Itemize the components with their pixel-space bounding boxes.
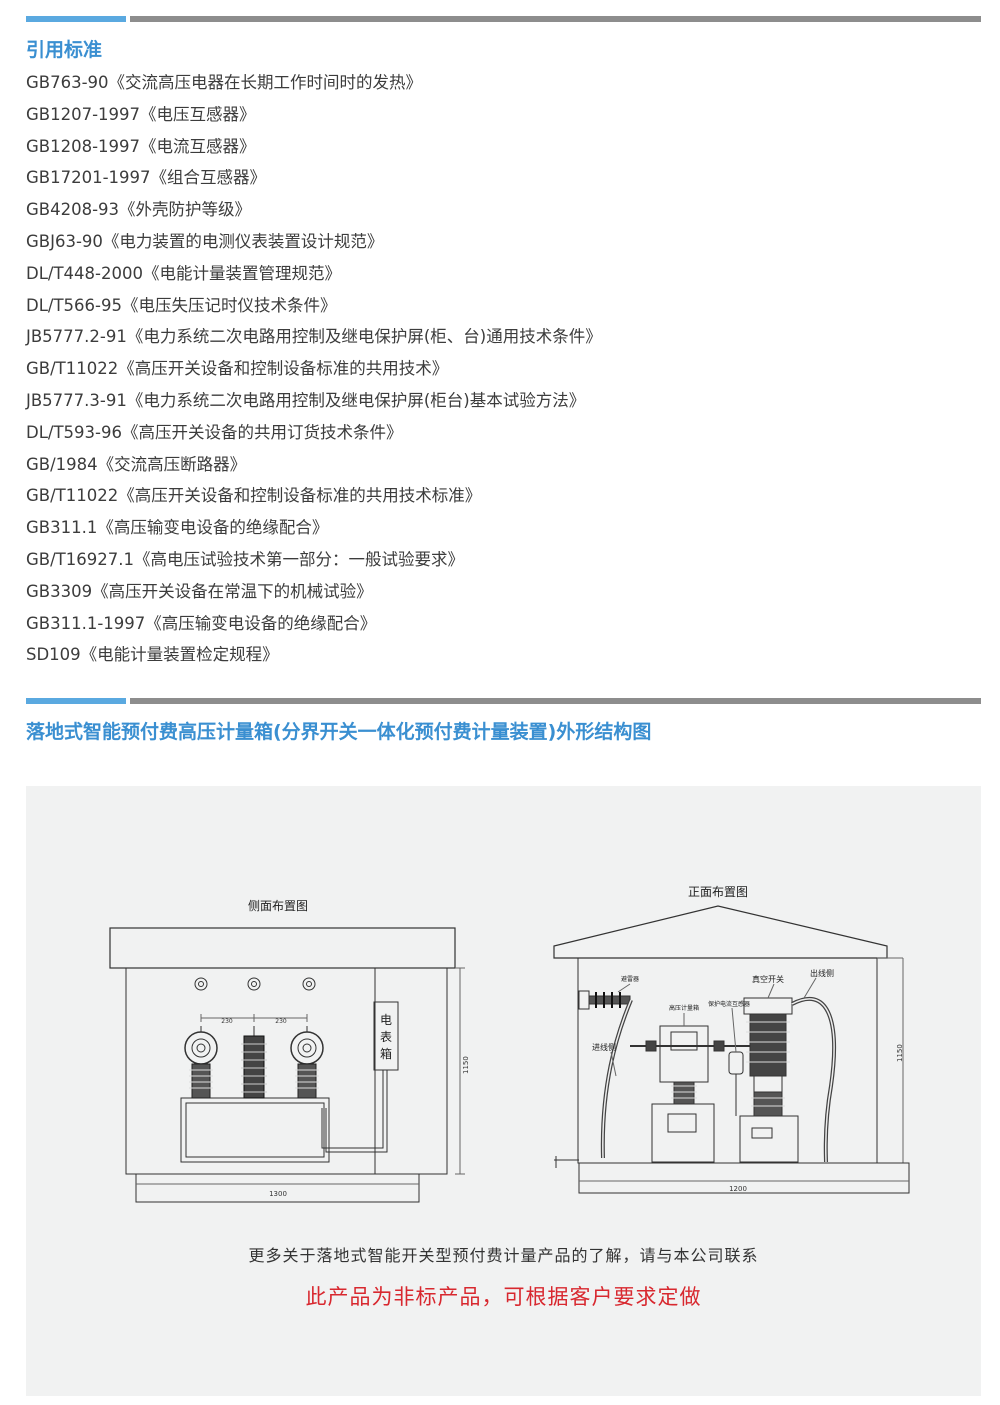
custom-order-note: 此产品为非标产品，可根据客户要求定做 [305, 1285, 702, 1309]
list-item: DL/T448-2000《电能计量装置管理规范》 [26, 263, 341, 283]
side-view-title: 侧面布置图 [248, 899, 308, 913]
front-view-drawing [553, 905, 910, 1194]
divider-accent [26, 16, 126, 22]
section-title-structure: 落地式智能预付费高压计量箱(分界开关一体化预付费计量装置)外形结构图 [26, 721, 652, 743]
meter-box-label-2: 表 [380, 1030, 392, 1044]
meter-box-label-1: 电 [380, 1013, 392, 1027]
section-title-standards: 引用标准 [26, 39, 103, 61]
list-item: GB/1984《交流高压断路器》 [26, 454, 247, 474]
label-incoming-side: 进线侧 [592, 1042, 616, 1052]
section-divider-structure [26, 698, 981, 704]
meter-box-label-3: 箱 [380, 1046, 392, 1061]
label-vacuum-switch: 真空开关 [752, 974, 784, 984]
list-item: SD109《电能计量装置检定规程》 [26, 645, 279, 665]
side-view-drawing [109, 927, 465, 1203]
list-item: GB/T16927.1《高电压试验技术第一部分：一般试验要求》 [26, 549, 464, 569]
list-item: GB4208-93《外壳防护等级》 [26, 200, 252, 220]
structure-diagram-panel: 侧面布置图 [26, 786, 981, 1396]
structure-diagram: 侧面布置图 [109, 885, 910, 1203]
divider-gray [130, 698, 981, 704]
list-item: DL/T593-96《高压开关设备的共用订货技术条件》 [26, 422, 403, 442]
standards-list: GB763-90《交流高压电器在长期工作时间时的发热》 GB1207-1997《… [26, 67, 602, 671]
list-item: GB/T11022《高压开关设备和控制设备标准的共用技术标准》 [26, 486, 482, 506]
list-item: GB/T11022《高压开关设备和控制设备标准的共用技术》 [26, 359, 449, 379]
label-hv-metering-box: 高压计量箱 [669, 1004, 699, 1012]
list-item: GB311.1-1997《高压输变电设备的绝缘配合》 [26, 613, 377, 633]
dim-230-right: 230 [275, 1018, 287, 1025]
divider-gray [130, 16, 981, 22]
list-item: DL/T566-95《电压失压记时仪技术条件》 [26, 295, 337, 315]
list-item: JB5777.2-91《电力系统二次电路用控制及继电保护屏(柜、台)通用技术条件… [26, 327, 602, 347]
dim-1300: 1300 [269, 1190, 287, 1198]
divider-accent [26, 698, 126, 704]
list-item: GB17201-1997《组合互感器》 [26, 168, 267, 188]
dim-1200: 1200 [729, 1185, 747, 1193]
list-item: GB763-90《交流高压电器在长期工作时间时的发热》 [26, 73, 423, 92]
label-protection-ct: 保护电流互感器 [708, 1000, 750, 1008]
dim-1150-side: 1150 [462, 1056, 470, 1074]
dim-230-left: 230 [221, 1018, 233, 1025]
contact-note: 更多关于落地式智能开关型预付费计量产品的了解，请与本公司联系 [248, 1246, 759, 1265]
label-arrester: 避雷器 [621, 975, 639, 983]
list-item: GB1208-1997《电流互感器》 [26, 136, 256, 156]
list-item: GB1207-1997《电压互感器》 [26, 104, 256, 124]
list-item: GB311.1《高压输变电设备的绝缘配合》 [26, 518, 329, 538]
front-view-title: 正面布置图 [688, 885, 748, 899]
section-divider-top [26, 16, 981, 22]
list-item: GB3309《高压开关设备在常温下的机械试验》 [26, 581, 373, 601]
list-item: JB5777.3-91《电力系统二次电路用控制及继电保护屏(柜台)基本试验方法》 [26, 390, 586, 410]
dim-1150-front: 1150 [896, 1044, 904, 1062]
list-item: GBJ63-90《电力装置的电测仪表装置设计规范》 [26, 231, 384, 251]
label-outgoing-side: 出线侧 [810, 968, 834, 978]
